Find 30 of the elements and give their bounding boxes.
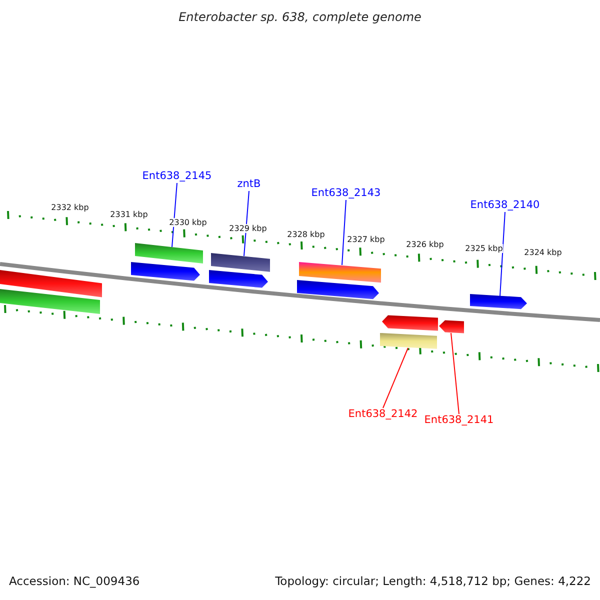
leader-line: [342, 200, 346, 266]
gene-label: Ent638_2143: [311, 187, 381, 200]
scale-label: 2325 kbp: [465, 244, 503, 254]
scale-label: 2331 kbp: [110, 210, 148, 220]
gene-label: Ent638_2141: [424, 414, 494, 426]
leader-line: [244, 190, 250, 256]
leader-line: [382, 348, 408, 408]
scale-label: 2330 kbp: [169, 218, 207, 228]
diagram-title: Enterobacter sp. 638, complete genome: [178, 11, 422, 25]
gene-bar: [299, 262, 381, 283]
gene-bar: [211, 253, 270, 272]
gene-label: Ent638_2145: [142, 170, 212, 182]
gene-bar: [135, 243, 203, 264]
gene-feature: [470, 294, 527, 310]
gene-label: zntB: [237, 178, 261, 190]
leader-line: [500, 212, 506, 296]
genome-summary-note: Topology: circular; Length: 4,518,712 bp; Genes: 4,222: [275, 575, 591, 588]
scale-label: 2324 kbp: [524, 248, 562, 258]
gene-label: Ent638_2142: [348, 408, 418, 420]
scale-label: 2328 kbp: [287, 230, 325, 240]
leader-line: [450, 332, 460, 414]
gene-feature: [439, 320, 464, 334]
scale-label: 2327 kbp: [347, 235, 385, 244]
gene-bar: [380, 333, 437, 349]
scale-label: 2332 kbp: [51, 203, 89, 212]
scale-label: 2326 kbp: [406, 240, 444, 250]
accession-note: Accession: NC_009436: [9, 575, 140, 588]
leader-line: [172, 182, 178, 248]
gene-label: Ent638_2140: [470, 199, 540, 212]
scale-label: 2329 kbp: [229, 224, 267, 234]
